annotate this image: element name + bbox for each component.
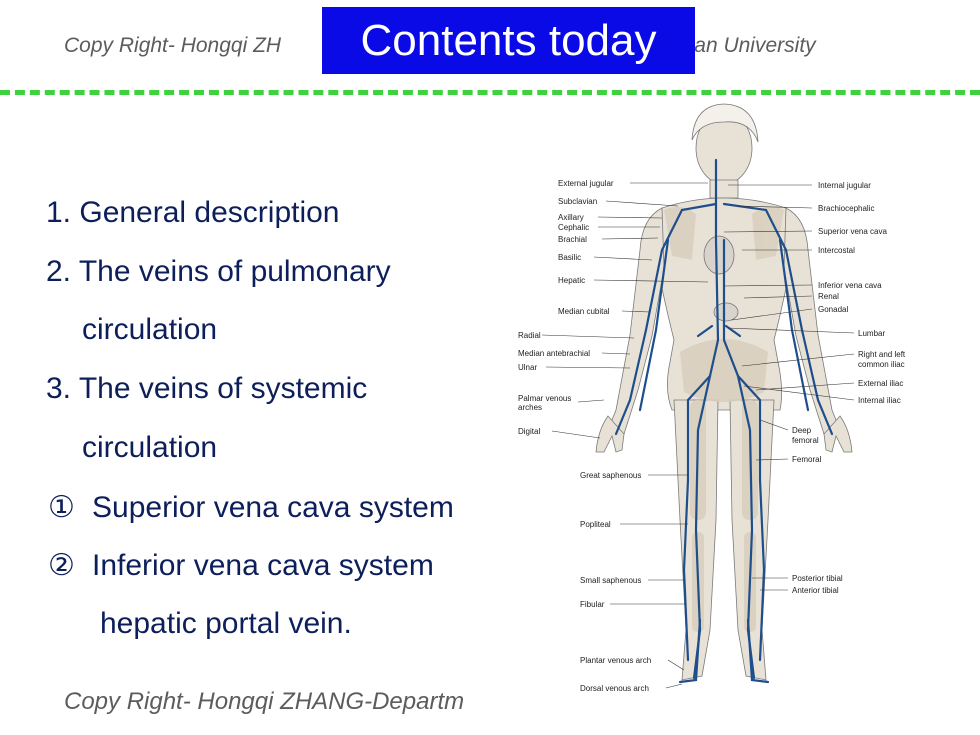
fig-label: Great saphenous xyxy=(580,471,641,480)
outline-item-3-cont: circulation xyxy=(82,431,217,465)
outline-text: Inferior vena cava system xyxy=(92,549,434,582)
fig-label: Subclavian xyxy=(558,197,597,206)
fig-label: Deep xyxy=(792,426,812,435)
outline-item-2: 2. The veins of pulmonary xyxy=(46,255,391,289)
outline-item-sub-1: ① Superior vena cava system xyxy=(48,490,454,525)
fig-label: External iliac xyxy=(858,379,903,388)
heart xyxy=(703,235,739,322)
fig-label: Plantar venous arch xyxy=(580,656,651,665)
outline-text: 2. The veins of pulmonary xyxy=(46,255,391,288)
fig-label: Inferior vena cava xyxy=(818,281,882,290)
outline-item-3: 3. The veins of systemic xyxy=(46,372,367,406)
fig-label: Palmar venous xyxy=(518,394,571,403)
fig-label: femoral xyxy=(792,436,819,445)
fig-label: Superior vena cava xyxy=(818,227,887,236)
outline-item-sub-2-cont: hepatic portal vein. xyxy=(100,607,352,641)
outline-item-sub-2: ② Inferior vena cava system xyxy=(48,548,434,583)
outline-item-1: 1. General description xyxy=(46,196,340,230)
fig-label: common iliac xyxy=(858,360,905,369)
slide-title: Contents today xyxy=(322,7,695,74)
fig-label: Ulnar xyxy=(518,363,537,372)
fig-label: Anterior tibial xyxy=(792,586,839,595)
fig-label: Renal xyxy=(818,292,839,301)
fig-label: Posterior tibial xyxy=(792,574,843,583)
divider-line xyxy=(0,90,980,95)
fig-label: Small saphenous xyxy=(580,576,641,585)
fig-label: Hepatic xyxy=(558,276,585,285)
outline-text: 1. General description xyxy=(46,196,340,229)
fig-label: Femoral xyxy=(792,455,822,464)
fig-label: External jugular xyxy=(558,179,614,188)
fig-label: Dorsal venous arch xyxy=(580,684,649,693)
fig-label: Radial xyxy=(518,331,541,340)
outline-text: Superior vena cava system xyxy=(92,491,454,524)
outline-text: circulation xyxy=(82,431,218,464)
outline-item-2-cont: circulation xyxy=(82,313,217,347)
fig-label: Brachiocephalic xyxy=(818,204,874,213)
fig-label: Basilic xyxy=(558,253,581,262)
fig-label: Internal jugular xyxy=(818,181,871,190)
footer-watermark: Copy Right- Hongqi ZHANG-Departm xyxy=(64,688,465,715)
veins xyxy=(614,158,834,684)
outline-text: 3. The veins of systemic xyxy=(46,372,368,405)
fig-label: Intercostal xyxy=(818,246,855,255)
fig-label: Gonadal xyxy=(818,305,848,314)
fig-label: Right and left xyxy=(858,350,906,359)
header-watermark-left: Copy Right- Hongqi ZH xyxy=(64,34,282,57)
fig-label: Fibular xyxy=(580,600,605,609)
right-labels: Internal jugular Brachiocephalic Superio… xyxy=(792,181,906,595)
left-labels: External jugular Subclavian Axillary Cep… xyxy=(518,179,651,693)
venous-system-illustration: External jugular Subclavian Axillary Cep… xyxy=(518,103,906,693)
outline-text: hepatic portal vein. xyxy=(100,607,352,640)
outline-text: circulation xyxy=(82,313,218,346)
fig-label: Axillary xyxy=(558,213,584,222)
fig-label: Median antebrachial xyxy=(518,349,590,358)
fig-label: arches xyxy=(518,403,542,412)
fig-label: Cephalic xyxy=(558,223,589,232)
circled-number-2: ② xyxy=(48,549,75,582)
fig-label: Popliteal xyxy=(580,520,611,529)
fig-label: Internal iliac xyxy=(858,396,901,405)
fig-label: Digital xyxy=(518,427,540,436)
fig-label: Median cubital xyxy=(558,307,610,316)
fig-label: Lumbar xyxy=(858,329,885,338)
fig-label: Brachial xyxy=(558,235,587,244)
leader-lines xyxy=(541,182,855,689)
circled-number-1: ① xyxy=(48,491,75,524)
